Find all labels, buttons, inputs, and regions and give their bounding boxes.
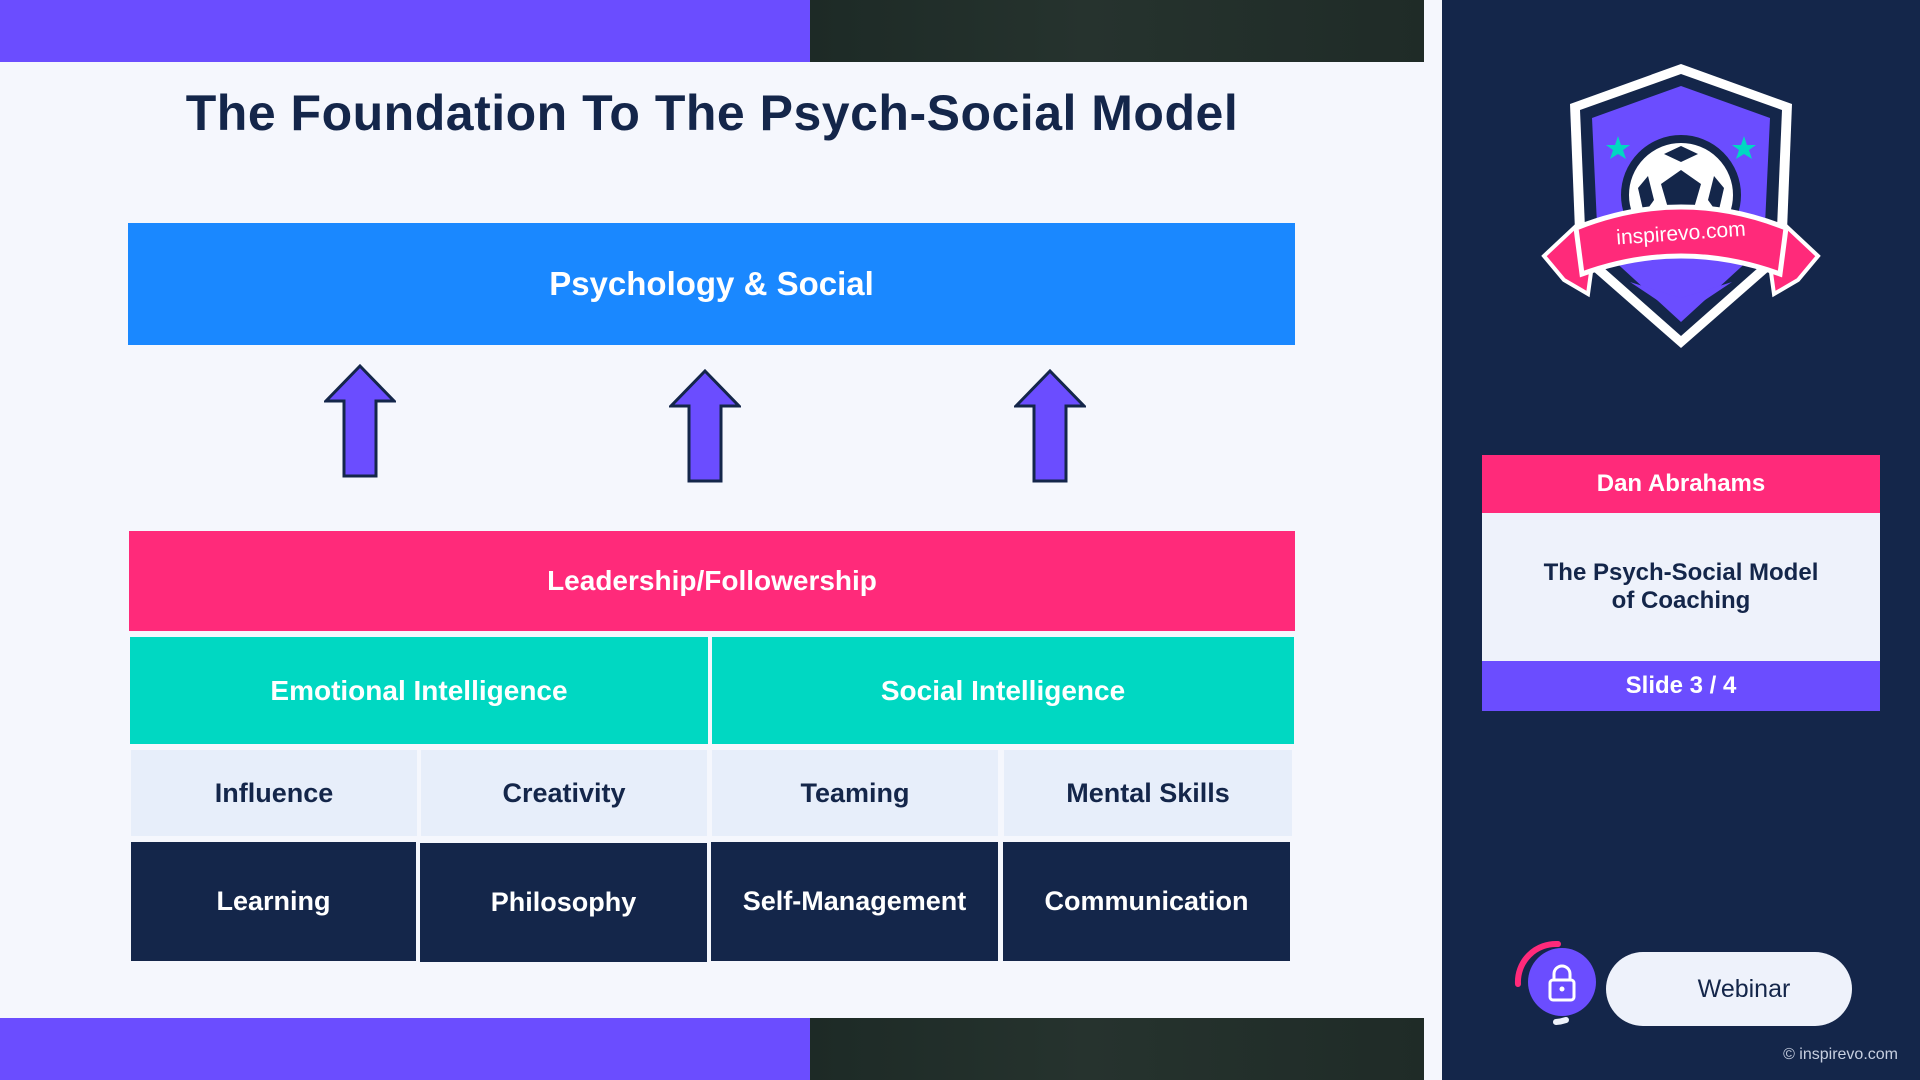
social-intelligence-block: Social Intelligence: [712, 637, 1294, 744]
top-banner-purple: [0, 0, 810, 62]
top-banner: [0, 0, 1424, 62]
up-arrow-icon: [1014, 368, 1086, 484]
base-cell-learning: Learning: [131, 842, 416, 961]
leadership-block: Leadership/Followership: [129, 531, 1295, 631]
skill-cell-teaming: Teaming: [712, 750, 998, 836]
skill-cell-mental-skills: Mental Skills: [1004, 750, 1292, 836]
base-cell-philosophy: Philosophy: [420, 843, 707, 962]
slide-counter: Slide 3 / 4: [1482, 661, 1880, 711]
slide-title: The Foundation To The Psych-Social Model: [185, 85, 1239, 141]
skill-cell-creativity: Creativity: [421, 750, 707, 836]
presenter-name: Dan Abrahams: [1482, 455, 1880, 513]
psychology-social-block: Psychology & Social: [128, 223, 1295, 345]
inspirevo-badge-logo: inspirevo.com: [1540, 60, 1822, 352]
copyright-text: © inspirevo.com: [1783, 1046, 1898, 1063]
up-arrow-icon: [324, 363, 396, 479]
talk-title: The Psych-Social Model of Coaching: [1482, 513, 1880, 661]
presenter-card: Dan Abrahams The Psych-Social Model of C…: [1482, 455, 1880, 711]
up-arrow-icon: [669, 368, 741, 484]
top-banner-photo: [810, 0, 1424, 62]
lock-icon[interactable]: [1508, 934, 1600, 1026]
bottom-banner-purple: [0, 1018, 810, 1080]
bottom-banner: [0, 1018, 1424, 1080]
skill-cell-influence: Influence: [131, 750, 417, 836]
webinar-pill[interactable]: Webinar: [1606, 952, 1852, 1026]
emotional-intelligence-block: Emotional Intelligence: [130, 637, 708, 744]
bottom-banner-photo: [810, 1018, 1424, 1080]
base-cell-self-management: Self-Management: [711, 842, 998, 961]
slide-divider: [1424, 0, 1442, 1080]
slide-canvas: The Foundation To The Psych-Social Model…: [0, 0, 1424, 1080]
base-cell-communication: Communication: [1003, 842, 1290, 961]
